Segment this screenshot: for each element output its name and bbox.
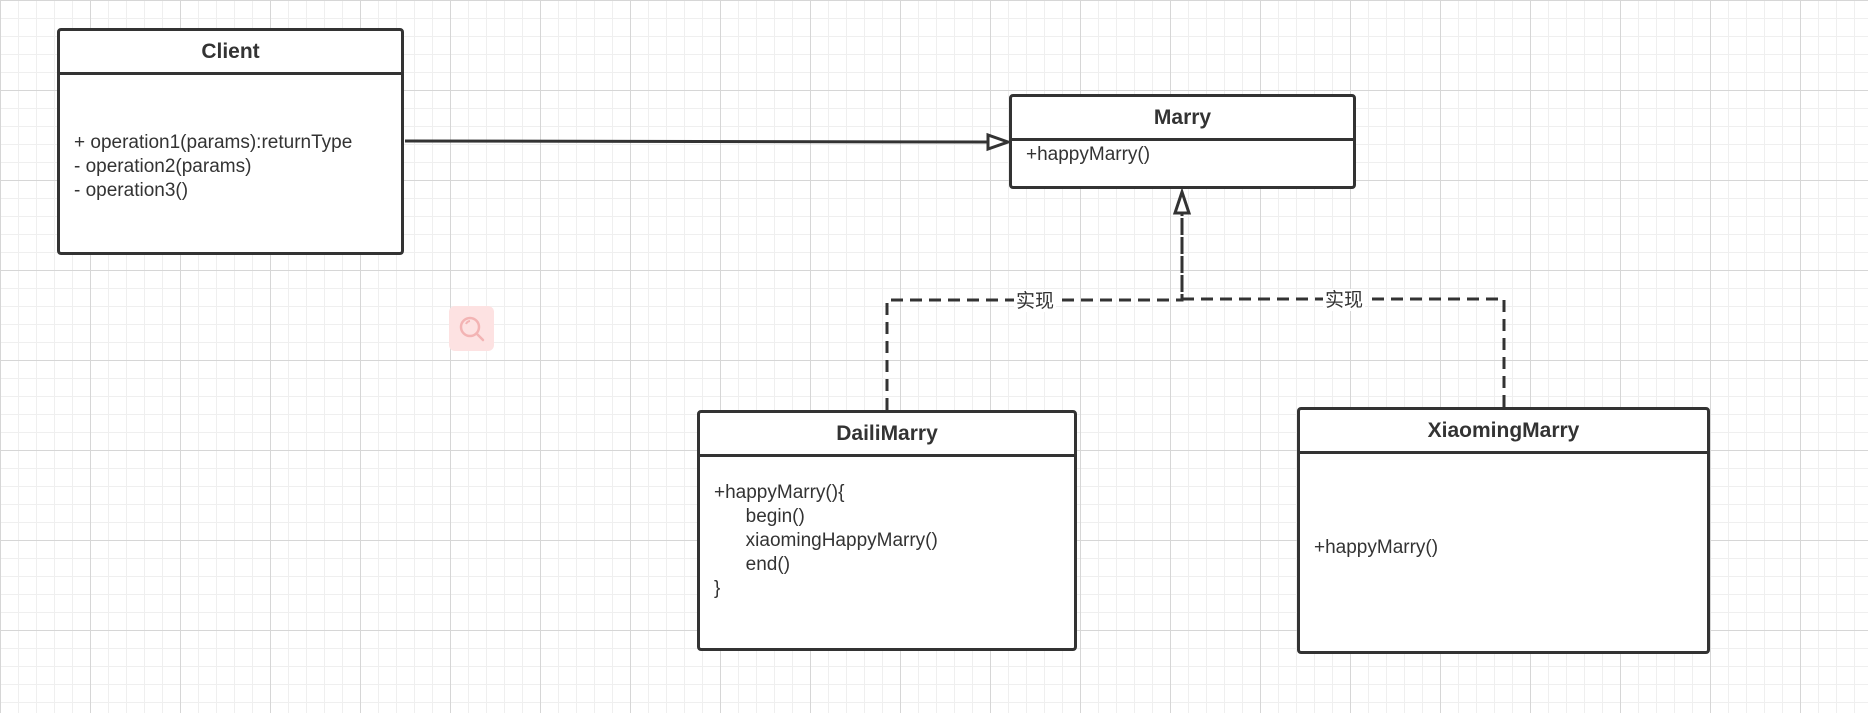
member-operation3: - operation3() bbox=[74, 180, 189, 201]
class-marry[interactable]: Marry +happyMarry() bbox=[1009, 94, 1356, 189]
class-marry-name: Marry bbox=[1012, 97, 1353, 141]
class-dailimarry[interactable]: DailiMarry +happyMarry(){ begin() xiaomi… bbox=[697, 410, 1077, 651]
class-dailimarry-members: +happyMarry(){ begin() xiaomingHappyMarr… bbox=[700, 457, 1074, 601]
class-client-name: Client bbox=[60, 31, 401, 75]
member-happymarry: +happyMarry() bbox=[1314, 537, 1439, 558]
association-line bbox=[404, 139, 989, 144]
member-line: } bbox=[714, 578, 721, 599]
member-operation1: + operation1(params):returnType bbox=[74, 132, 353, 153]
association-client-marry[interactable] bbox=[404, 132, 1013, 152]
class-marry-members: +happyMarry() bbox=[1012, 141, 1353, 167]
class-xiaomingmarry-name: XiaomingMarry bbox=[1300, 410, 1707, 454]
member-line: begin() bbox=[714, 506, 805, 527]
member-line: +happyMarry(){ bbox=[714, 482, 845, 503]
search-icon bbox=[459, 316, 484, 341]
realization-label-xiaoming: 实现 bbox=[1323, 289, 1366, 311]
class-client-members: + operation1(params):returnType - operat… bbox=[60, 75, 401, 203]
member-line: end() bbox=[714, 554, 791, 575]
member-line: xiaomingHappyMarry() bbox=[714, 530, 938, 551]
member-happymarry: +happyMarry() bbox=[1026, 144, 1151, 165]
class-xiaomingmarry-members: +happyMarry() bbox=[1300, 454, 1707, 560]
class-dailimarry-name: DailiMarry bbox=[700, 413, 1074, 457]
realization-arrowhead-icon bbox=[1172, 187, 1192, 215]
member-operation2: - operation2(params) bbox=[74, 156, 252, 177]
open-arrowhead-icon bbox=[986, 132, 1013, 152]
realization-label-daili: 实现 bbox=[1014, 290, 1057, 312]
search-overlay-button[interactable] bbox=[449, 306, 494, 351]
class-client[interactable]: Client + operation1(params):returnType -… bbox=[57, 28, 404, 255]
class-xiaomingmarry[interactable]: XiaomingMarry +happyMarry() bbox=[1297, 407, 1710, 654]
